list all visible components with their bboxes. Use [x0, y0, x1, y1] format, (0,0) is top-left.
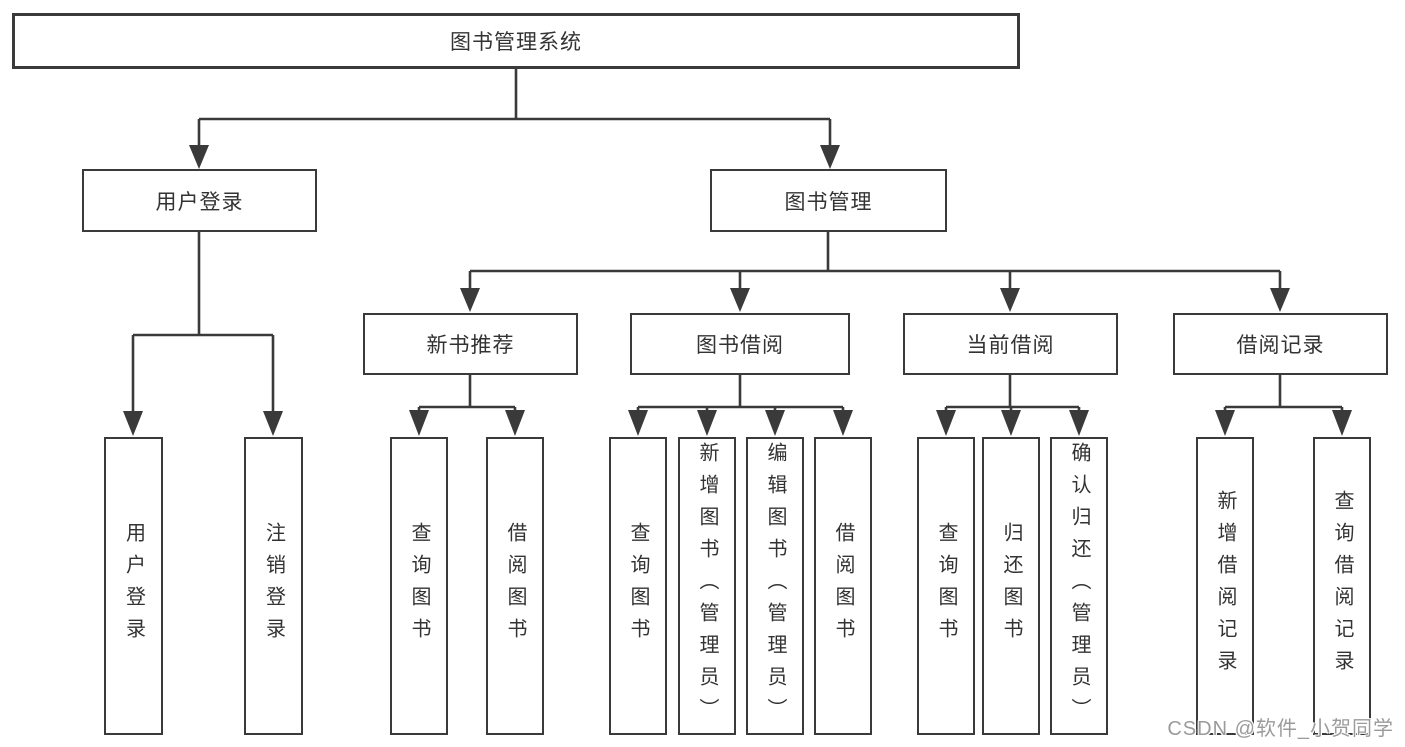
connector-book-borrow-branch [628, 375, 853, 436]
node-label: 编辑图书（管理员） [764, 442, 786, 730]
leaf-return-books: 归还图书 [982, 437, 1040, 735]
connector-root-to-level2 [189, 68, 840, 169]
leaf-add-books-admin: 新增图书（管理员） [678, 437, 736, 735]
node-label: 新增借阅记录 [1214, 490, 1236, 682]
leaf-user-login: 用户登录 [104, 437, 163, 735]
leaf-logout: 注销登录 [244, 437, 303, 735]
node-label: 归还图书 [1000, 522, 1022, 650]
connector-user-login-branch [123, 232, 283, 436]
node-user-login: 用户登录 [82, 169, 317, 232]
connector-new-book-branch [409, 375, 525, 436]
node-label: 用户登录 [155, 190, 244, 214]
node-label: 新增图书（管理员） [696, 442, 718, 730]
leaf-query-books-recommend: 查询图书 [390, 437, 448, 735]
node-borrow-records: 借阅记录 [1173, 313, 1388, 375]
node-label: 借阅记录 [1236, 334, 1325, 357]
leaf-borrow-books-recommend: 借阅图书 [486, 437, 544, 735]
node-label: 新书推荐 [426, 334, 515, 357]
node-label: 查询图书 [408, 522, 430, 650]
node-label: 图书借阅 [696, 334, 784, 357]
csdn-watermark: CSDN @软件_小贺同学 [1167, 718, 1394, 740]
node-label: 确认归还（管理员） [1068, 442, 1090, 730]
node-book-management-system: 图书管理系统 [12, 13, 1020, 69]
leaf-confirm-return-admin: 确认归还（管理员） [1050, 437, 1108, 735]
node-label: 图书管理 [784, 190, 873, 214]
node-label: 借阅图书 [832, 522, 854, 650]
connector-borrow-record-branch [1215, 375, 1352, 436]
node-label: 图书管理系统 [450, 31, 582, 54]
node-label: 查询借阅记录 [1331, 490, 1353, 682]
leaf-query-books-borrow: 查询图书 [609, 437, 667, 735]
node-book-management: 图书管理 [710, 169, 947, 232]
node-book-borrow: 图书借阅 [630, 313, 850, 375]
node-new-book-recommend: 新书推荐 [363, 313, 578, 375]
node-label: 用户登录 [122, 522, 145, 650]
connector-current-borrow-branch [936, 375, 1089, 436]
node-label: 注销登录 [262, 522, 285, 650]
leaf-borrow-books: 借阅图书 [814, 437, 872, 735]
connector-book-management-branch [460, 232, 1290, 312]
leaf-add-borrow-record: 新增借阅记录 [1196, 437, 1254, 735]
node-label: 查询图书 [935, 522, 957, 650]
leaf-query-borrow-record: 查询借阅记录 [1313, 437, 1371, 735]
node-label: 当前借阅 [966, 334, 1055, 357]
leaf-query-books-current: 查询图书 [917, 437, 975, 735]
node-label: 查询图书 [627, 522, 649, 650]
node-current-borrow: 当前借阅 [903, 313, 1118, 375]
node-label: 借阅图书 [504, 522, 526, 650]
leaf-edit-books-admin: 编辑图书（管理员） [746, 437, 804, 735]
